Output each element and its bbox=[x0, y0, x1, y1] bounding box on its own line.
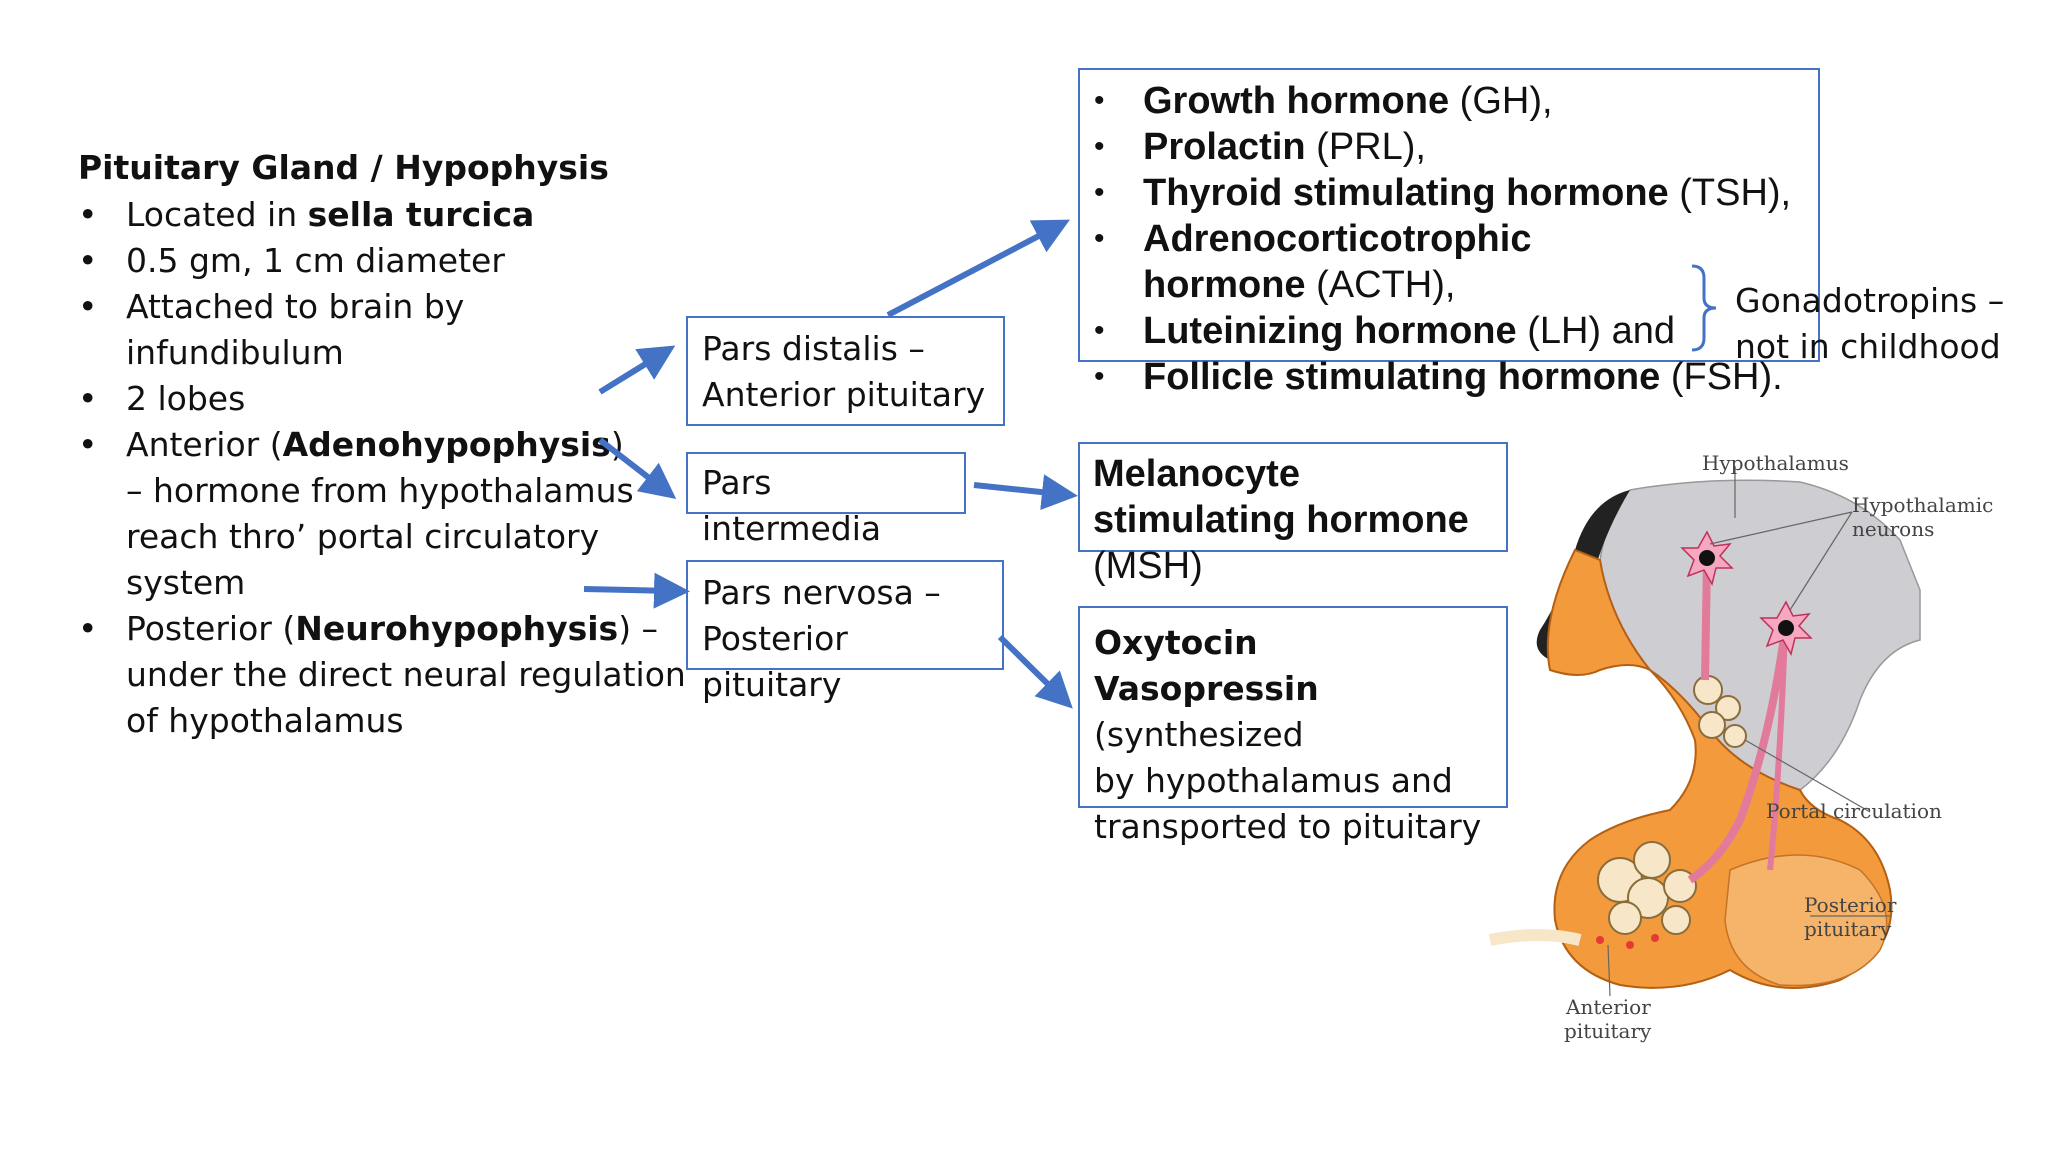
hormone-name: Luteinizing hormone bbox=[1143, 310, 1517, 352]
list-item: Anterior (Adenohypophysis) – hormone fro… bbox=[78, 422, 636, 606]
msh-line: Melanocyte bbox=[1093, 453, 1300, 495]
pars-distalis-label: Pars distalis – Anterior pituitary bbox=[688, 318, 1003, 418]
hormone-abbrev: (TSH), bbox=[1668, 172, 1792, 214]
list-item: Attached to brain by infundibulum bbox=[78, 284, 678, 376]
hormone-abbrev: (GH), bbox=[1449, 80, 1553, 122]
hormone-name: Adrenocorticotrophic hormone bbox=[1143, 218, 1532, 306]
portal-capillaries bbox=[1597, 675, 1747, 935]
note-text: transported to pituitary bbox=[1094, 807, 1482, 846]
item-text: Located in bbox=[126, 195, 308, 234]
section-title: Pituitary Gland / Hypophysis bbox=[78, 148, 609, 187]
note-text: (synthesized bbox=[1094, 715, 1304, 754]
msh-line: stimulating hormone bbox=[1093, 499, 1469, 541]
portal-label: Portal circulation bbox=[1766, 799, 1942, 823]
hormone-abbrev: (LH) and bbox=[1516, 310, 1676, 352]
hormone-name: Growth hormone bbox=[1143, 80, 1450, 122]
item-bold: sella turcica bbox=[307, 195, 535, 234]
neurons-label-line1: Hypothalamic bbox=[1852, 493, 1993, 517]
list-item: Posterior (Neurohypophysis) – under the … bbox=[78, 606, 686, 744]
gonadotropins-note: Gonadotropins – not in childhood bbox=[1735, 278, 2004, 370]
list-item: 0.5 gm, 1 cm diameter bbox=[78, 238, 678, 284]
item-text: Posterior ( bbox=[126, 609, 296, 648]
msh-box bbox=[1078, 442, 1508, 552]
list-item: Located in sella turcica bbox=[78, 192, 678, 238]
posterior-hormones-text: Oxytocin Vasopressin (synthesized by hyp… bbox=[1080, 608, 1506, 850]
msh-label: Melanocyte stimulating hormone (MSH) bbox=[1093, 451, 1469, 589]
list-item: Follicle stimulating hormone (FSH). bbox=[1094, 354, 1924, 400]
arrow-intermedia-to-msh bbox=[973, 474, 1078, 511]
posterior-label-line2: pituitary bbox=[1804, 917, 1892, 941]
hormone-name: Vasopressin bbox=[1094, 669, 1319, 708]
hormone-markers bbox=[1596, 934, 1659, 949]
msh-abbrev: (MSH) bbox=[1093, 545, 1203, 587]
arrow-to-distalis bbox=[598, 345, 676, 395]
hypophyseal-artery bbox=[1488, 929, 1582, 946]
axon-2 bbox=[1687, 629, 1789, 884]
hypothalamic-neurons bbox=[1680, 530, 1813, 656]
hormone-name: Thyroid stimulating hormone bbox=[1143, 172, 1669, 214]
hormone-name: Oxytocin bbox=[1094, 623, 1258, 662]
hypothalamus-label: Hypothalamus bbox=[1702, 451, 1849, 475]
list-item: 2 lobes bbox=[78, 376, 678, 422]
gonadotropins-brace bbox=[1691, 264, 1717, 352]
pars-nervosa-label: Pars nervosa – Posterior pituitary bbox=[688, 562, 1002, 708]
label-line: Pars distalis – bbox=[702, 329, 925, 368]
hormone-abbrev: (FSH). bbox=[1660, 356, 1783, 398]
note-text: by hypothalamus and bbox=[1094, 761, 1453, 800]
pars-distalis-box: Pars distalis – Anterior pituitary bbox=[686, 316, 1005, 426]
list-item: Prolactin (PRL), bbox=[1094, 124, 1924, 170]
anterior-label-line2: pituitary bbox=[1564, 1019, 1652, 1043]
item-bold: Neurohypophysis bbox=[295, 609, 619, 648]
axon-1 bbox=[1701, 559, 1711, 681]
item-text: ) – hormone from hypothalamus reach thro… bbox=[126, 425, 634, 602]
pituitary-facts-list: Located in sella turcica 0.5 gm, 1 cm di… bbox=[78, 192, 686, 744]
item-bold: Adenohypophysis bbox=[282, 425, 611, 464]
arrow-to-nervosa bbox=[583, 572, 690, 609]
arrow-to-intermedia bbox=[598, 437, 677, 500]
pituitary-illustration: Hypothalamus Hypothalamic neurons Portal… bbox=[1488, 451, 1993, 1043]
anterior-hormones-list: Growth hormone (GH), Prolactin (PRL), Th… bbox=[1094, 78, 1924, 400]
list-item: Thyroid stimulating hormone (TSH), bbox=[1094, 170, 1924, 216]
hormone-abbrev: (ACTH), bbox=[1305, 264, 1456, 306]
item-text: Attached to brain by infundibulum bbox=[126, 287, 465, 372]
posterior-label-line1: Posterior bbox=[1804, 893, 1897, 917]
hormone-name: Prolactin bbox=[1143, 126, 1306, 168]
arrow-nervosa-to-posterior bbox=[997, 634, 1073, 709]
list-item: Growth hormone (GH), bbox=[1094, 78, 1924, 124]
pars-intermedia-label: Pars intermedia bbox=[702, 463, 882, 548]
hormone-abbrev: (PRL), bbox=[1305, 126, 1426, 168]
item-text: 0.5 gm, 1 cm diameter bbox=[126, 241, 505, 280]
posterior-lobe bbox=[1724, 854, 1888, 987]
item-text: ) – under the direct neural regulation o… bbox=[126, 609, 686, 740]
note-line: not in childhood bbox=[1735, 327, 2001, 366]
hormone-name: Follicle stimulating hormone bbox=[1143, 356, 1661, 398]
pars-intermedia-box: Pars intermedia bbox=[686, 452, 966, 548]
neurons-label-line2: neurons bbox=[1852, 517, 1934, 541]
list-item: Luteinizing hormone (LH) and bbox=[1094, 308, 1924, 354]
label-line: Posterior pituitary bbox=[702, 619, 848, 704]
label-line: Anterior pituitary bbox=[702, 375, 986, 414]
pars-nervosa-box: Pars nervosa – Posterior pituitary bbox=[686, 560, 1004, 704]
anterior-label-line1: Anterior bbox=[1565, 995, 1651, 1019]
label-line: Pars nervosa – bbox=[702, 573, 941, 612]
leader-lines bbox=[1607, 466, 1890, 997]
item-text: Anterior ( bbox=[126, 425, 283, 464]
arrow-distalis-to-hormones bbox=[886, 219, 1070, 318]
item-text: 2 lobes bbox=[126, 379, 246, 418]
posterior-hormones-box: Oxytocin Vasopressin (synthesized by hyp… bbox=[1078, 606, 1508, 846]
list-item: Adrenocorticotrophic hormone (ACTH), bbox=[1094, 216, 1703, 308]
note-line: Gonadotropins – bbox=[1735, 281, 2005, 320]
